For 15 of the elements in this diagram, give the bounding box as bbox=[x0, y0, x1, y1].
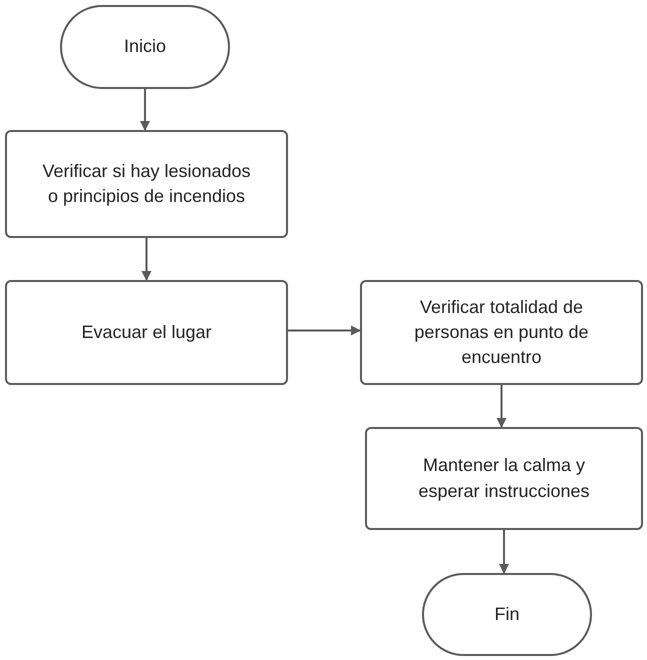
step-text: Verificar totalidad de personas en punto de encuentro bbox=[413, 296, 590, 370]
arrow bbox=[499, 530, 509, 574]
process-box bbox=[365, 427, 643, 530]
process-box bbox=[5, 130, 288, 238]
arrow bbox=[288, 326, 361, 336]
step-text: Fin bbox=[494, 602, 520, 626]
arrow bbox=[496, 385, 506, 428]
step-text: Verificar si hay lesionados o principios de incendios bbox=[41, 160, 252, 208]
step-text: Evacuar el lugar bbox=[81, 320, 212, 344]
process-box bbox=[5, 280, 288, 385]
step-text: Mantener la calma y esperar instrucciones bbox=[417, 454, 591, 503]
step-text: Inicio bbox=[124, 35, 166, 58]
arrow bbox=[142, 238, 152, 281]
process-box bbox=[360, 280, 643, 385]
arrow bbox=[140, 89, 150, 131]
